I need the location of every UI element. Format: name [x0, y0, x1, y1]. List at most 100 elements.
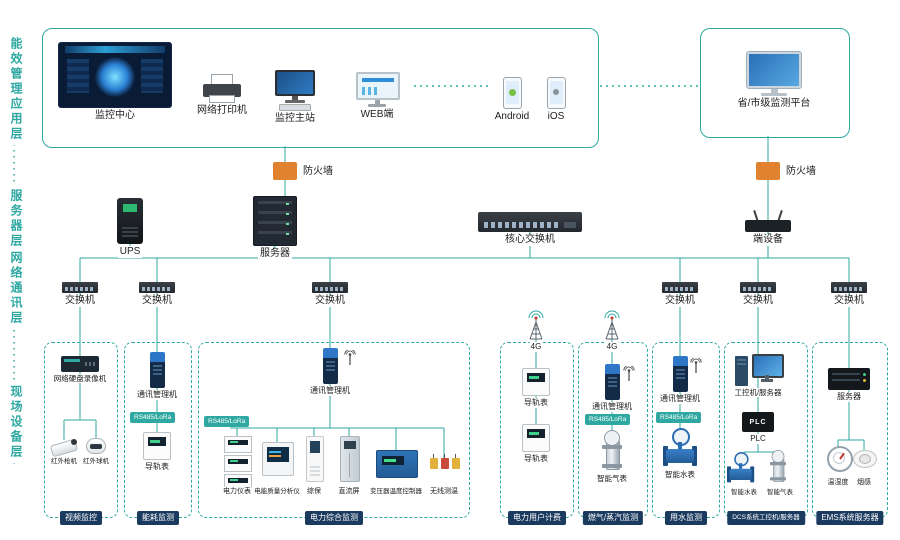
desktop-pc-icon: [275, 70, 315, 111]
group-video-badge: 视频监控: [60, 511, 102, 525]
temp-humidity-label: 温湿度: [826, 478, 850, 487]
din-meter-node-g2: 导轨表: [124, 432, 190, 472]
comm-gateway-icon: [149, 352, 165, 388]
industrial-pc-icon: [735, 352, 784, 386]
power-meter-label: 电力仪表: [222, 487, 252, 496]
layer-label-network: 网络通讯层: [8, 248, 25, 329]
switch-label: 交换机: [313, 295, 347, 307]
din-rail-meter-icon: [143, 432, 171, 460]
group-water-box: 用水监测: [652, 342, 720, 525]
comm-gateway-icon: [322, 348, 338, 384]
switch-label: 交换机: [140, 295, 174, 307]
firewall-icon: [756, 162, 780, 180]
switch-icon: [62, 282, 98, 293]
switch-node-4: 交换机: [650, 282, 710, 307]
protection-relay-icon: [306, 436, 324, 482]
switch-icon: [139, 282, 175, 293]
group-power-box: 电力综合监测: [198, 342, 470, 525]
monitor-center-node: 监控中心: [58, 42, 172, 122]
switch-node-5: 交换机: [728, 282, 788, 307]
server-label: 服务器: [258, 248, 292, 260]
ios-label: iOS: [545, 111, 567, 123]
printer-icon: [203, 74, 241, 103]
web-client-node: WEB端: [337, 72, 417, 121]
firewall-left-label: 防火墙: [301, 166, 335, 178]
water-meter-node: 智能水表: [648, 428, 712, 479]
smart-gas-meter-icon: [766, 450, 790, 484]
group-water-badge: 用水监测: [665, 511, 707, 525]
transformer-temp-controller-label: 变压器温度控制器: [369, 487, 423, 496]
ups-label: UPS: [117, 246, 143, 258]
wifi-antenna-icon: [690, 358, 702, 373]
smoke-detector-icon: [853, 450, 877, 468]
remote-platform-box: [700, 28, 850, 138]
dc-panel-label: 直流屏: [337, 487, 361, 496]
gateway-label-g6: 通讯管理机: [658, 394, 702, 404]
water-meter-label: 智能水表: [663, 470, 697, 479]
server-box-icon: [828, 368, 870, 390]
group-billing-badge: 电力用户计费: [508, 511, 566, 525]
4g-tag-g5: 4G: [605, 342, 619, 352]
group-energy-badge: 能耗监测: [137, 511, 179, 525]
smoke-detector-label: 烟感: [856, 478, 872, 487]
switch-node-3: 交换机: [300, 282, 360, 307]
power-meter-stack-icon: [224, 436, 252, 491]
server-node: 服务器: [235, 196, 315, 260]
rs485-tag-g6: RS485/LoRa: [656, 412, 702, 423]
din-rail-meter-icon: [522, 424, 550, 452]
ups-node: UPS: [100, 198, 160, 258]
comm-gateway-icon: [604, 364, 620, 400]
firewall-right-label: 防火墙: [784, 166, 818, 178]
comm-gateway-icon: [672, 356, 688, 392]
server-rack-icon: [253, 196, 297, 246]
dcs-gas-meter-label: 智能气表: [766, 488, 794, 497]
switch-label: 交换机: [741, 295, 775, 307]
ios-node: iOS: [531, 77, 581, 123]
layer-label-server: 服务器层: [8, 186, 25, 252]
core-switch-node: 核心交换机: [470, 212, 590, 246]
core-switch-label: 核心交换机: [503, 234, 557, 246]
plc-icon: PLC: [742, 412, 774, 432]
wifi-antenna-icon: [623, 366, 635, 381]
network-printer-node: 网络打印机: [182, 74, 262, 117]
gas-meter-node: 智能气表: [579, 430, 645, 483]
group-dcs-badge: DCS系统工控机/服务器: [727, 511, 805, 525]
edge-device-label: 端设备: [751, 234, 785, 246]
4g-antenna-icon: [528, 310, 544, 340]
smart-gas-meter-icon: [597, 430, 627, 472]
dcs-water-meter-label: 智能水表: [730, 488, 758, 497]
gateway-node-g5: 通讯管理机: [579, 364, 645, 412]
4g-antenna-icon: [604, 310, 620, 340]
din-meter-node-g4b: 导轨表: [503, 424, 569, 464]
firewall-left-node: 防火墙: [273, 162, 335, 180]
power-quality-analyzer-label: 电能质量分析仪: [253, 487, 301, 496]
ios-phone-icon: [546, 77, 566, 109]
monitor-center-label: 监控中心: [93, 110, 137, 122]
web-client-label: WEB端: [358, 109, 396, 121]
switch-node-6: 交换机: [819, 282, 879, 307]
group-ems-badge: EMS系统服务器: [816, 511, 884, 525]
nvr-node: 网络硬盘录像机: [45, 356, 115, 383]
group-video-box: 视频监控: [44, 342, 118, 525]
edge-device-node: 端设备: [728, 208, 808, 246]
nvr-icon: [61, 356, 99, 372]
switch-icon: [662, 282, 698, 293]
bullet-camera-label: 红外枪机: [49, 458, 79, 466]
rs485-tag-g5: RS485/LoRa: [585, 414, 631, 425]
master-station-label: 监控主站: [273, 113, 317, 125]
layer-label-field: 现场设备层: [8, 382, 25, 463]
switch-node-2: 交换机: [127, 282, 187, 307]
wireless-temp-label: 无线测温: [429, 487, 459, 496]
master-station-node: 监控主站: [255, 70, 335, 125]
ups-icon: [117, 198, 143, 244]
group-energy-box: 能耗监测: [124, 342, 192, 525]
plc-label: PLC: [749, 434, 767, 444]
group-dcs-box: DCS系统工控机/服务器: [724, 342, 808, 525]
remote-desktop-icon: [746, 51, 802, 96]
remote-platform-node: 省/市级监测平台: [714, 51, 834, 110]
group-gas-badge: 燃气/蒸汽监测: [582, 511, 644, 525]
dome-camera-icon: [86, 438, 106, 456]
edge-router-icon: [745, 208, 791, 232]
bullet-camera-icon: [50, 438, 78, 456]
gateway-label-g2: 通讯管理机: [135, 390, 179, 400]
